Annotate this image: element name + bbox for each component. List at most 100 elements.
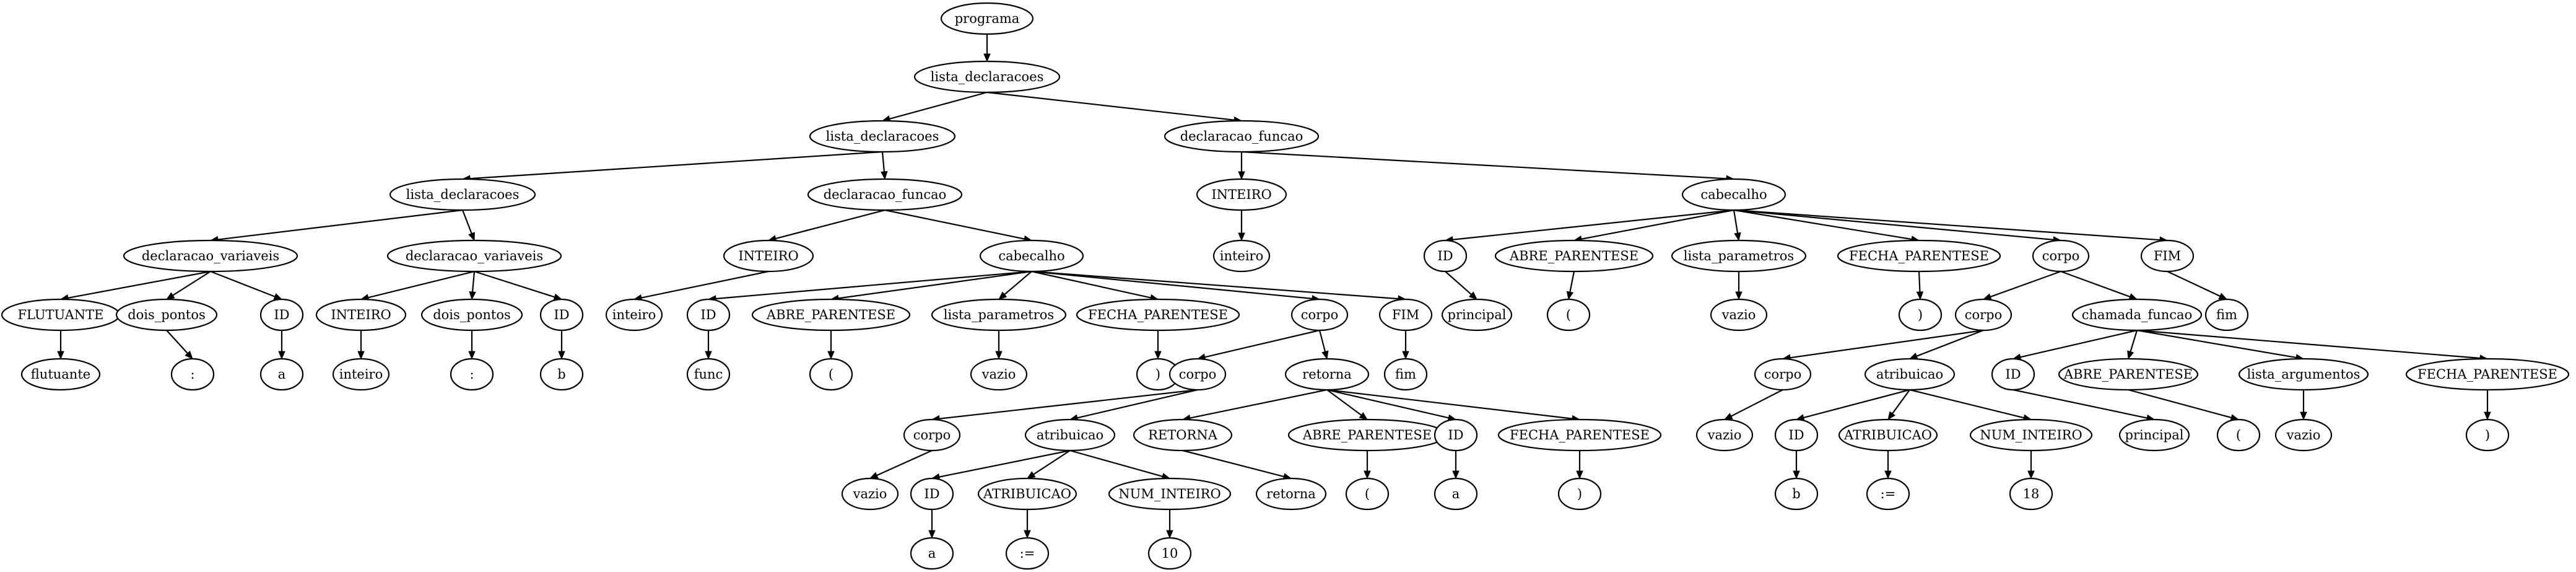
- edge-atribuicao-to-id: [939, 449, 1071, 478]
- node-ellipse: [1494, 239, 1654, 273]
- node-ellipse: [807, 178, 963, 211]
- node-ellipse: [841, 477, 899, 511]
- arrowhead: [1735, 291, 1743, 301]
- edge-lista-declaracoes-to-lista-declaracoes: [469, 151, 883, 180]
- node-symbol: (: [809, 358, 853, 391]
- node-declaracao-funcao: declaracao_funcao: [1164, 120, 1320, 153]
- node-label: 10: [1162, 546, 1178, 561]
- edge-fecha-parentese-to-symbol: [1918, 271, 1921, 293]
- edge-declaracao-funcao-to-cabecalho: [1241, 151, 1727, 180]
- edge-cabecalho-to-fecha-parentese: [1733, 209, 1912, 240]
- node-label: INTEIRO: [331, 307, 391, 322]
- node-symbol: ): [1136, 358, 1180, 391]
- node-ellipse: [450, 358, 494, 391]
- edge-atribuicao-to-num-inteiro: [1069, 449, 1163, 477]
- arrowhead: [1364, 470, 1371, 480]
- edge-chamada-funcao-to-fecha-parentese: [2136, 329, 2481, 359]
- node-lista-argumentos: lista_argumentos: [2238, 358, 2369, 391]
- edge-cabecalho-to-corpo: [1733, 209, 2054, 240]
- node-ellipse: [2204, 298, 2249, 332]
- node-ellipse: [1168, 358, 1227, 391]
- node-label: inteiro: [339, 367, 383, 382]
- edge-atribuicao-to-atribuicao: [1892, 389, 1910, 414]
- node-ellipse: [1557, 477, 1602, 511]
- edge-chamada-funcao-to-abre-parentese: [2130, 330, 2138, 352]
- edge-corpo-to-vazio: [876, 449, 933, 477]
- edge-cabecalho-to-corpo: [1031, 270, 1313, 299]
- node-num-inteiro: NUM_INTEIRO: [1108, 477, 1232, 511]
- node-ellipse: [1255, 477, 1327, 511]
- node-fim: fim: [2204, 298, 2249, 332]
- edge-declaracao-variaveis-to-dois-pontos: [471, 271, 476, 293]
- node-ellipse: [1196, 178, 1287, 211]
- edge-lista-declaracoes-to-declaracao-variaveis: [217, 209, 463, 240]
- node-ellipse: [1212, 239, 1271, 273]
- node-label: inteiro: [1220, 249, 1264, 263]
- node-ellipse: [1005, 537, 1050, 570]
- node-ellipse: [686, 358, 731, 391]
- node-id: ID: [1423, 239, 1468, 273]
- node-label: fim: [2216, 307, 2237, 322]
- node-ellipse: [539, 298, 584, 332]
- node-18: 18: [2009, 477, 2053, 511]
- node-chamada-funcao: chamada_funcao: [2071, 298, 2203, 332]
- node-principal: principal: [1441, 298, 1513, 332]
- edge-lista-declaracoes-to-declaracao-funcao: [986, 91, 1235, 121]
- edge-abre-parentese-to-symbol: [1569, 271, 1575, 293]
- node-ellipse: [2071, 298, 2203, 332]
- node-label: cabecalho: [1700, 187, 1767, 202]
- node-ellipse: [1954, 298, 2012, 332]
- node-lista-parametros: lista_parametros: [931, 298, 1067, 332]
- node-ellipse: [1345, 477, 1390, 511]
- node-label: declaracao_variaveis: [406, 249, 543, 263]
- node-ellipse: [1898, 298, 1943, 332]
- node-label: inteiro: [612, 307, 656, 322]
- edge-retorna-to-fecha-parentese: [1326, 389, 1573, 420]
- node-label: :=: [1020, 546, 1035, 561]
- arrowhead: [827, 351, 835, 360]
- edge-corpo-to-corpo: [1790, 329, 1984, 359]
- arrowhead: [1468, 291, 1477, 300]
- arrowhead: [2127, 350, 2134, 360]
- node-ellipse: [1671, 239, 1807, 273]
- edge-cabecalho-to-lista-parametros: [1733, 209, 1739, 234]
- arrowhead: [165, 292, 175, 300]
- node-label: ID: [1437, 249, 1453, 263]
- edge-corpo-to-corpo: [1204, 329, 1320, 358]
- edge-corpo-to-atribuicao: [1916, 329, 1984, 357]
- node-symbol: :=: [1005, 537, 1050, 570]
- arrowhead: [1238, 171, 1245, 180]
- node-lista-declaracoes: lista_declaracoes: [809, 120, 956, 153]
- node-inteiro: INTEIRO: [723, 239, 814, 273]
- edge-retorna-to-retorna: [1190, 389, 1328, 419]
- arrowhead: [1887, 411, 1896, 421]
- node-ellipse: [1774, 477, 1819, 511]
- node-ellipse: [1434, 418, 1478, 452]
- node-ellipse: [315, 298, 407, 332]
- node-ellipse: [1423, 239, 1468, 273]
- arrowhead: [278, 351, 285, 360]
- node-dois-pontos: dois_pontos: [420, 298, 523, 332]
- node-ellipse: [1837, 239, 2001, 273]
- arrowhead: [1566, 291, 1574, 301]
- node-ellipse: [1147, 537, 1192, 570]
- node-label: INTEIRO: [738, 249, 798, 263]
- edge-retorna-to-id: [1326, 389, 1449, 419]
- edge-cabecalho-to-fim: [1031, 270, 1399, 300]
- node-label: ABRE_PARENTESE: [1509, 249, 1638, 263]
- node-ellipse: [910, 537, 954, 570]
- node-atribuicao: atribuicao: [1864, 358, 1956, 391]
- edge-fim-to-fim: [2167, 271, 2221, 297]
- node-lista-declaracoes: lista_declaracoes: [389, 178, 536, 211]
- node-func: func: [686, 358, 731, 391]
- node-ellipse: [1774, 418, 1819, 452]
- node-label: vazio: [853, 486, 887, 501]
- node-vazio: vazio: [1710, 298, 1768, 332]
- node-ellipse: [2274, 418, 2333, 452]
- node-ellipse: [2009, 477, 2053, 511]
- node-a: a: [1434, 477, 1478, 511]
- node-label: corpo: [1179, 367, 1217, 382]
- node-label: ): [2485, 428, 2490, 442]
